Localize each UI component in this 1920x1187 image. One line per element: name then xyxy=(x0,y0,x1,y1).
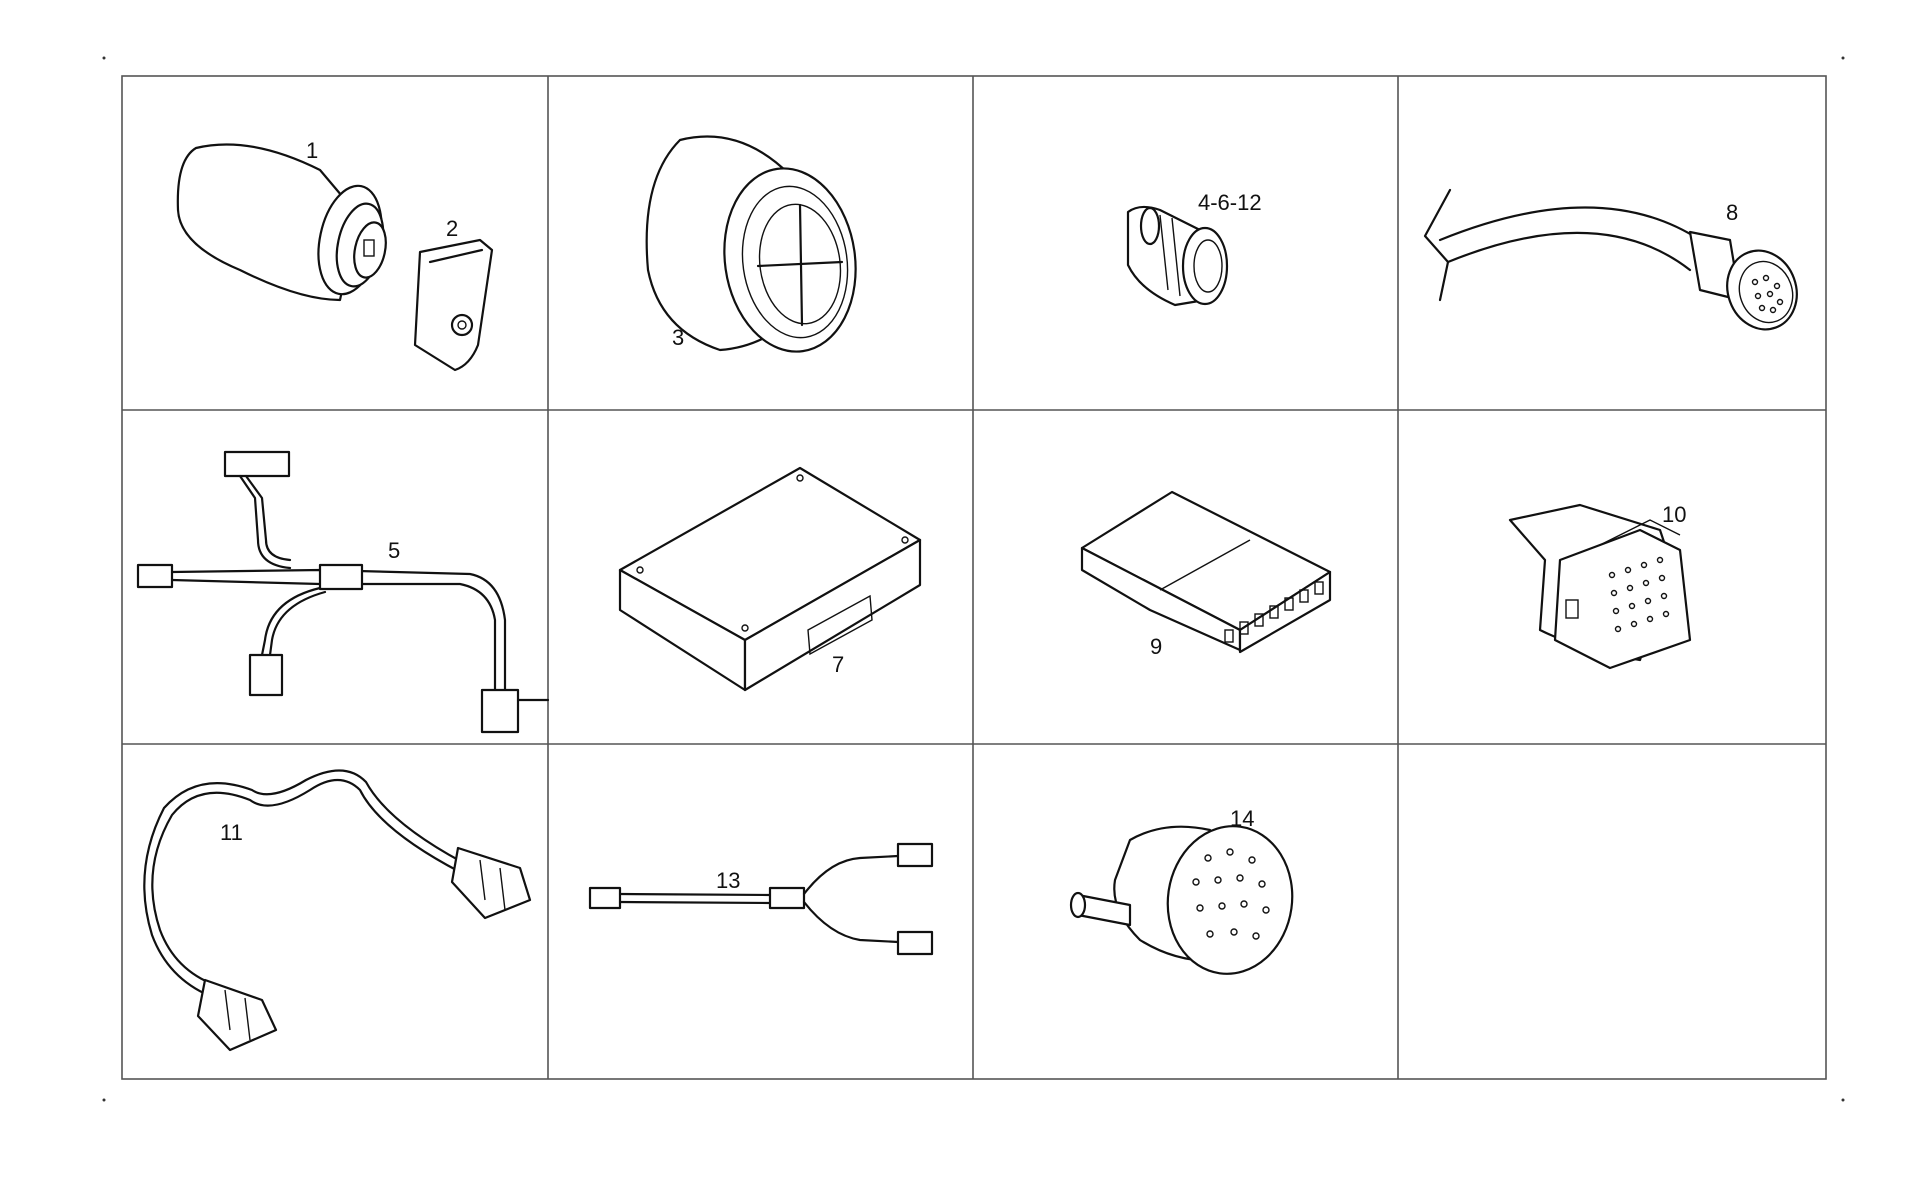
part-3-round-buzzer xyxy=(645,135,857,353)
part-label-3: 3 xyxy=(672,325,684,350)
part-label-1: 1 xyxy=(306,138,318,163)
part-8-cable-connector xyxy=(1423,188,1798,331)
part-label-7: 7 xyxy=(832,652,844,677)
part-13-y-cable xyxy=(588,842,934,956)
part-2-bracket xyxy=(413,238,494,372)
part-label-11: 11 xyxy=(220,820,243,845)
part-4-6-12-connector xyxy=(1126,205,1229,307)
part-14-round-gauge xyxy=(1069,825,1294,975)
part-label-5: 5 xyxy=(388,538,400,563)
grid-frame xyxy=(121,75,1827,1080)
part-label-13: 13 xyxy=(716,868,740,893)
part-5-wiring-harness xyxy=(136,450,550,734)
registration-marks xyxy=(102,56,1845,1102)
part-label-2: 2 xyxy=(446,216,458,241)
part-10-square-connector xyxy=(1508,503,1692,670)
part-label-9: 9 xyxy=(1150,634,1162,659)
part-9-multipin-connector xyxy=(1080,490,1332,654)
part-label-14: 14 xyxy=(1230,806,1254,831)
part-1-sensor-cylinder xyxy=(176,143,387,302)
part-label-10: 10 xyxy=(1662,502,1686,527)
part-label-8: 8 xyxy=(1726,200,1738,225)
part-11-long-cable xyxy=(143,769,532,1052)
part-7-control-box xyxy=(618,466,922,692)
part-label-4-6-12: 4-6-12 xyxy=(1198,190,1262,215)
